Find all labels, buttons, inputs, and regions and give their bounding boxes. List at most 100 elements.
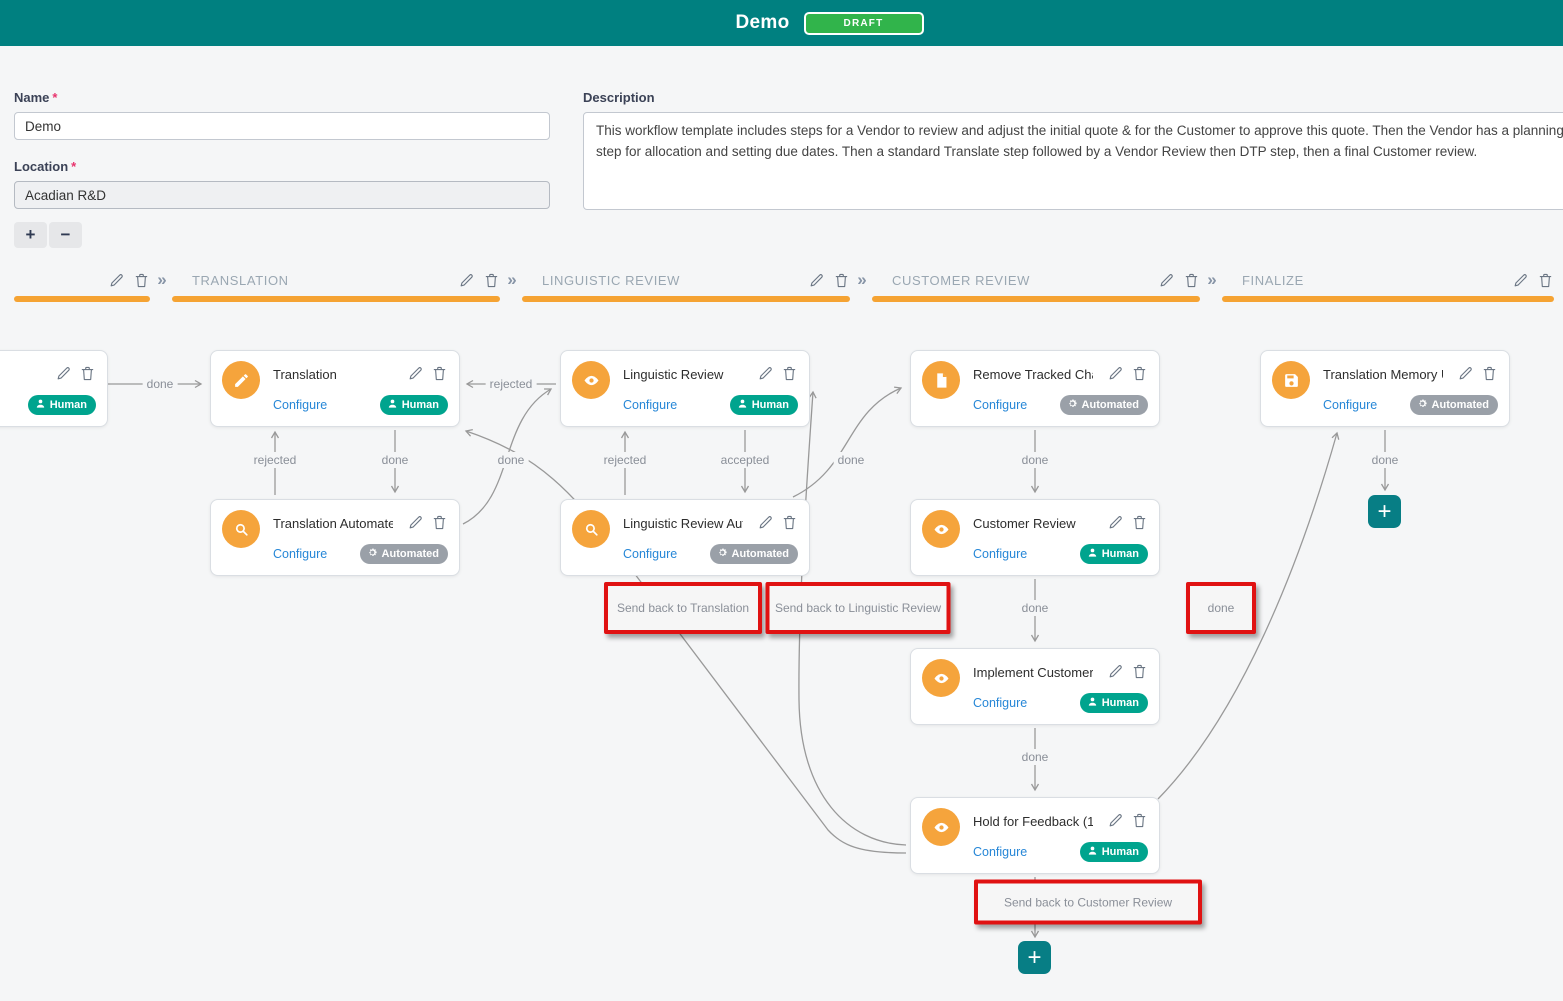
configure-link[interactable]: Configure	[973, 845, 1028, 859]
step-title: Translation	[273, 367, 337, 382]
delete-icon[interactable]	[79, 365, 96, 382]
gear-icon	[367, 547, 378, 561]
edge-label: rejected	[599, 452, 651, 468]
configure-link[interactable]: Configure	[973, 547, 1028, 561]
delete-icon[interactable]	[1131, 663, 1148, 680]
configure-link[interactable]: Configure	[973, 696, 1028, 710]
edge-label: done	[493, 452, 529, 468]
person-icon	[387, 398, 398, 412]
configure-link[interactable]: Configure	[273, 398, 328, 412]
edit-icon[interactable]	[458, 272, 475, 289]
workflow-step-linguistic-review-autom[interactable]: Linguistic Review Autom...ConfigureAutom…	[560, 499, 810, 576]
edit-icon[interactable]	[1107, 365, 1124, 382]
human-badge: Human	[379, 395, 448, 415]
edit-icon[interactable]	[1457, 365, 1474, 382]
delete-icon[interactable]	[133, 272, 150, 289]
stage-name: FINALIZE	[1242, 272, 1304, 288]
add-step-button[interactable]: +	[1018, 941, 1051, 974]
delete-icon[interactable]	[1131, 365, 1148, 382]
highlighted-edge-label[interactable]: done	[1186, 582, 1256, 634]
configure-link[interactable]: Configure	[623, 398, 678, 412]
delete-icon[interactable]	[781, 365, 798, 382]
step-title: Linguistic Review Autom...	[623, 516, 743, 531]
search-step-icon	[572, 510, 610, 548]
edge-label: done	[1017, 452, 1053, 468]
pencil-step-icon	[222, 361, 260, 399]
workflow-step-translation-memory-upd[interactable]: Translation Memory Upd...ConfigureAutoma…	[1260, 350, 1510, 427]
stage-separator-chevron-icon: »	[157, 270, 167, 289]
delete-icon[interactable]	[833, 272, 850, 289]
eye-step-icon	[922, 808, 960, 846]
edit-icon[interactable]	[757, 365, 774, 382]
configure-link[interactable]: Configure	[1323, 398, 1378, 412]
delete-icon[interactable]	[483, 272, 500, 289]
step-title: Linguistic Review	[623, 367, 724, 382]
configure-link[interactable]: Configure	[973, 398, 1028, 412]
gear-icon	[1417, 398, 1428, 412]
edit-icon[interactable]	[108, 272, 125, 289]
human-badge: Human	[1079, 842, 1148, 862]
workflow-step-translation-automated-q[interactable]: Translation Automated Q...ConfigureAutom…	[210, 499, 460, 576]
human-badge: Human	[1079, 693, 1148, 713]
human-badge: Human	[27, 395, 96, 415]
human-badge: Human	[1079, 544, 1148, 564]
edit-icon[interactable]	[1512, 272, 1529, 289]
stage-finalize: FINALIZE	[1222, 268, 1554, 302]
required-marker: *	[52, 90, 58, 105]
edit-icon[interactable]	[808, 272, 825, 289]
search-step-icon	[222, 510, 260, 548]
highlighted-edge-label[interactable]: Send back to Customer Review	[974, 879, 1202, 925]
edit-icon[interactable]	[1158, 272, 1175, 289]
delete-icon[interactable]	[1131, 812, 1148, 829]
edit-icon[interactable]	[1107, 663, 1124, 680]
edit-icon[interactable]	[407, 365, 424, 382]
configure-link[interactable]: Configure	[623, 547, 678, 561]
person-icon	[1087, 696, 1098, 710]
stage-separator-chevron-icon: »	[507, 270, 517, 289]
location-input[interactable]	[14, 181, 550, 209]
delete-icon[interactable]	[1481, 365, 1498, 382]
gear-icon	[717, 547, 728, 561]
workflow-edge	[464, 428, 907, 854]
workflow-step-implement-customer-re[interactable]: Implement Customer Re... Configure Human	[910, 648, 1160, 725]
configure-link[interactable]: Configure	[273, 547, 328, 561]
edge-label: rejected	[249, 452, 301, 468]
step-title: Hold for Feedback (1)	[973, 814, 1093, 829]
workflow-step-hold-for-feedback-1[interactable]: Hold for Feedback (1) Configure Human	[910, 797, 1160, 874]
delete-icon[interactable]	[1183, 272, 1200, 289]
stage-separator-chevron-icon: »	[857, 270, 867, 289]
edit-icon[interactable]	[407, 514, 424, 531]
human-badge: Human	[729, 395, 798, 415]
delete-icon[interactable]	[1537, 272, 1554, 289]
delete-icon[interactable]	[431, 365, 448, 382]
add-step-button[interactable]: +	[1368, 495, 1401, 528]
delete-icon[interactable]	[1131, 514, 1148, 531]
description-input[interactable]: This workflow template includes steps fo…	[583, 112, 1563, 210]
zoom-in-button[interactable]: +	[14, 222, 47, 248]
edge-label: done	[142, 376, 178, 392]
automated-badge: Automated	[1059, 395, 1148, 415]
highlighted-edge-label[interactable]: Send back to Linguistic Review	[765, 582, 951, 634]
edit-icon[interactable]	[757, 514, 774, 531]
edit-icon[interactable]	[55, 365, 72, 382]
workflow-edge	[462, 388, 553, 525]
workflow-step-remove-tracked-chang[interactable]: Remove Tracked Chang...ConfigureAutomate…	[910, 350, 1160, 427]
step-title: Implement Customer Re...	[973, 665, 1093, 680]
edit-icon[interactable]	[1107, 812, 1124, 829]
eye-step-icon	[572, 361, 610, 399]
edit-icon[interactable]	[1107, 514, 1124, 531]
delete-icon[interactable]	[781, 514, 798, 531]
name-input[interactable]	[14, 112, 550, 140]
eye-step-icon	[922, 510, 960, 548]
highlighted-edge-label[interactable]: Send back to Translation	[604, 582, 762, 634]
automated-badge: Automated	[359, 544, 448, 564]
zoom-out-button[interactable]: −	[49, 222, 82, 248]
delete-icon[interactable]	[431, 514, 448, 531]
stage-translation: TRANSLATION	[172, 268, 500, 302]
stage-progress-bar	[522, 296, 850, 302]
